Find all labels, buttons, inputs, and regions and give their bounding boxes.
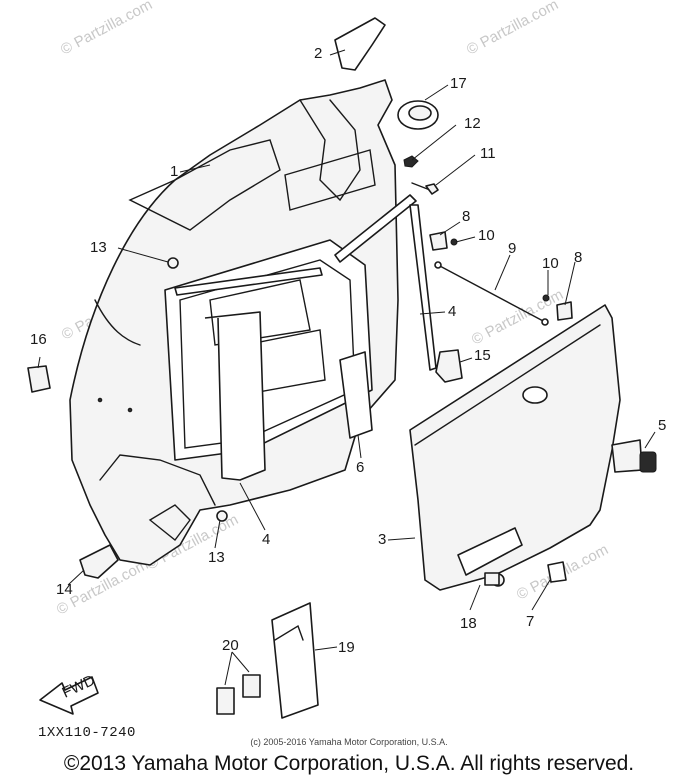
lock-plate-part[interactable] — [484, 572, 500, 586]
callout-18: 18 — [460, 615, 477, 632]
callout-labels: 1 2 17 12 11 8 10 9 10 8 4 15 13 16 5 6 … — [30, 45, 666, 656]
callout-13b: 13 — [208, 549, 225, 566]
callout-9: 9 — [508, 240, 516, 257]
footer-copyright: ©2013 Yamaha Motor Corporation, U.S.A. A… — [63, 752, 635, 775]
small-copyright: (c) 2005-2016 Yamaha Motor Corporation, … — [250, 737, 448, 747]
bracket-lower-part[interactable] — [556, 301, 573, 321]
cap-part[interactable] — [547, 561, 567, 583]
bracket-part[interactable] — [429, 231, 448, 251]
callout-11: 11 — [480, 145, 496, 162]
callout-8b: 8 — [574, 249, 582, 266]
callout-3: 3 — [378, 531, 386, 548]
cover-clip-part[interactable] — [334, 17, 386, 71]
glove-box-lid-part[interactable] — [409, 304, 621, 591]
callout-6: 6 — [356, 459, 364, 476]
screw-lower-part[interactable] — [542, 294, 550, 302]
callout-20: 20 — [222, 637, 239, 654]
leader-lines — [37, 49, 656, 686]
hinge-part[interactable] — [435, 349, 463, 383]
rivet-hole-1 — [97, 397, 103, 403]
callout-8a: 8 — [462, 208, 470, 225]
forward-arrow-icon: FWD — [39, 672, 99, 715]
clip-nut-lower-part[interactable] — [216, 510, 228, 522]
callout-10b: 10 — [542, 255, 559, 272]
watermark-2: © Partzilla.com — [464, 0, 561, 59]
label-part[interactable] — [216, 674, 261, 715]
callout-14: 14 — [56, 581, 73, 598]
callout-4a: 4 — [448, 303, 456, 320]
watermark-1: © Partzilla.com — [58, 0, 155, 59]
callout-7: 7 — [526, 613, 534, 630]
callout-5: 5 — [658, 417, 666, 434]
diagram-code: 1XX110-7240 — [38, 725, 136, 741]
latch-lower-part[interactable] — [79, 544, 119, 579]
clip-nut-part[interactable] — [167, 257, 179, 269]
seal-strip-lower-part[interactable] — [204, 311, 266, 481]
callout-17: 17 — [450, 75, 467, 92]
callout-13a: 13 — [90, 239, 107, 256]
grommet-part[interactable] — [397, 100, 439, 130]
nut-part[interactable] — [403, 155, 419, 168]
callout-12: 12 — [464, 115, 481, 132]
callout-15: 15 — [474, 347, 491, 364]
callout-2: 2 — [314, 45, 322, 62]
callout-1: 1 — [170, 163, 178, 180]
callout-10a: 10 — [478, 227, 495, 244]
owner-manual-case-part[interactable] — [271, 602, 319, 719]
callout-19: 19 — [338, 639, 355, 656]
callout-16: 16 — [30, 331, 47, 348]
support-rod-part[interactable] — [434, 261, 549, 326]
latch-part[interactable] — [27, 365, 51, 393]
callout-4b: 4 — [262, 531, 270, 548]
handle-part[interactable] — [339, 351, 373, 439]
bolt-part[interactable] — [411, 182, 439, 195]
rivet-hole-2 — [127, 407, 133, 413]
lock-part[interactable] — [611, 439, 657, 473]
